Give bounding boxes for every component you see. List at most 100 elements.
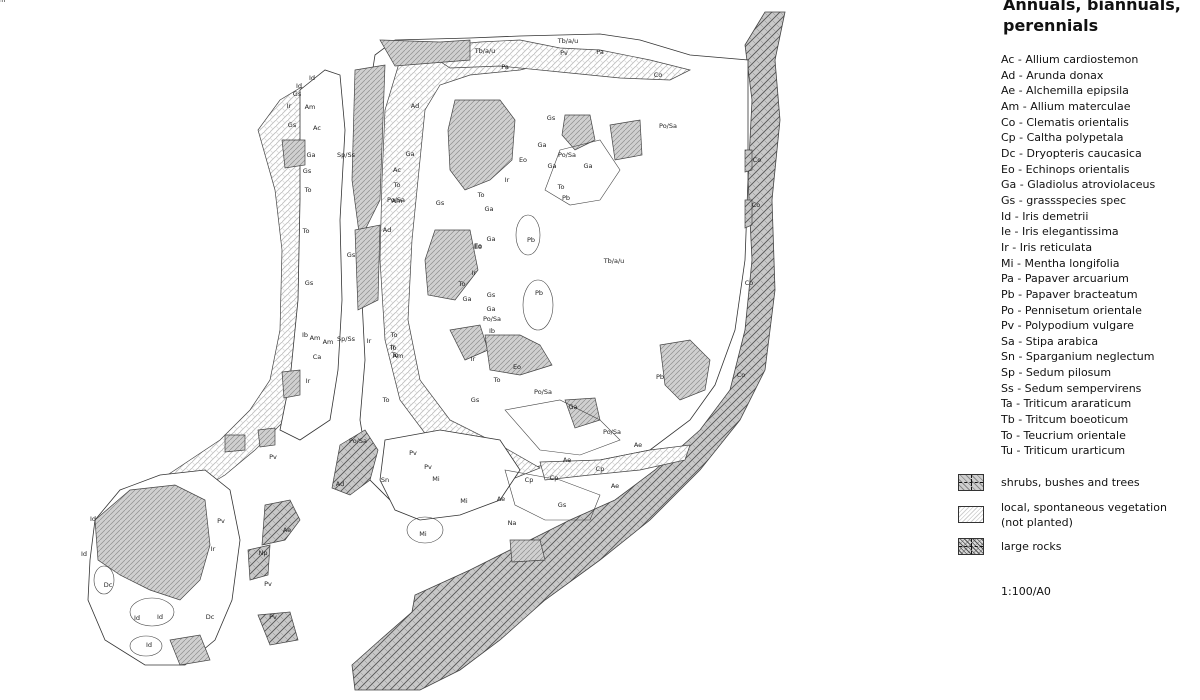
plan-label: To xyxy=(391,351,399,359)
species-item: Co - Clematis orientalis xyxy=(1001,115,1129,129)
plan-label: Id xyxy=(81,550,87,558)
species-item: Sn - Sparganium neglectum xyxy=(1001,350,1155,364)
plan-label: Tb/a/u xyxy=(474,47,496,55)
species-item: Sa - Stipa arabica xyxy=(1001,334,1099,348)
plan-label: Ib xyxy=(302,331,308,339)
plan-label: Id xyxy=(157,613,163,621)
plan-label: Ir xyxy=(391,343,396,351)
plan-label: Ir xyxy=(505,176,510,184)
plan-label: Ir xyxy=(211,545,216,553)
species-legend-list: Ac - Allium cardiostemon Ad - Arunda don… xyxy=(1001,52,1155,459)
plan-label: Sn xyxy=(381,476,389,484)
plan-label: Gs xyxy=(305,279,314,287)
plan-label: Id xyxy=(90,515,96,523)
species-item: Pv - Polypodium vulgare xyxy=(1001,319,1134,333)
plan-label: Ga xyxy=(583,162,592,170)
plan-label: Gs xyxy=(347,251,356,259)
plan-label: Sp/Ss xyxy=(337,335,356,343)
rock-band-east xyxy=(351,11,786,691)
plan-label: Gs xyxy=(547,114,556,122)
plan-label: Gs xyxy=(288,121,297,129)
species-item: Ga - Gladiolus atroviolaceus xyxy=(1001,178,1156,192)
plan-label: Pv xyxy=(217,517,225,525)
species-item: Id - Iris demetrii xyxy=(1001,209,1089,223)
plan-label: Ga xyxy=(537,141,546,149)
plan-label: Dc xyxy=(206,613,215,621)
plan-label: Ga xyxy=(484,205,493,213)
plan-label: To xyxy=(557,183,565,191)
plan-label: Ae xyxy=(611,482,619,490)
bed-south xyxy=(379,429,521,521)
plan-label: Gs xyxy=(293,90,302,98)
plan-label: Tb/a/u xyxy=(603,257,625,265)
plan-label: Pv xyxy=(264,580,272,588)
plan-label: Eo xyxy=(474,242,482,250)
plan-label: Co xyxy=(737,371,746,379)
plan-label: Co xyxy=(752,201,761,209)
plan-label: Ga xyxy=(568,403,577,411)
plan-label: Co xyxy=(745,279,754,287)
species-item: Pa - Papaver arcuarium xyxy=(1001,272,1129,286)
plan-label: To xyxy=(393,181,401,189)
plan-label: Eo xyxy=(519,156,527,164)
plan-label: Pv xyxy=(269,613,277,621)
plan-label: Pb xyxy=(656,373,664,381)
plan-label: Ga xyxy=(306,151,315,159)
plan-label: Pb xyxy=(527,236,535,244)
scale-note: 1:100/A0 xyxy=(1001,585,1051,598)
species-item: Ac - Allium cardiostemon xyxy=(1001,53,1139,66)
spontaneous-strip-north xyxy=(418,39,692,81)
plan-label: Ir xyxy=(306,377,311,385)
plan-label: Mi xyxy=(419,530,427,538)
species-item: Dc - Dryopteris caucasica xyxy=(1001,146,1142,160)
bed-west-narrow xyxy=(279,69,346,441)
plan-label: Mi xyxy=(432,475,440,483)
species-item: Ir - Iris reticulata xyxy=(1001,240,1093,254)
species-item: Ad - Arunda donax xyxy=(1001,68,1104,82)
plan-label: Am xyxy=(392,197,403,205)
plan-label: Ir xyxy=(472,269,477,277)
species-item: Ss - Sedum sempervirens xyxy=(1001,381,1142,395)
plan-label: To xyxy=(304,186,312,194)
plan-label: Ae xyxy=(283,526,291,534)
plan-label: Ae xyxy=(634,441,642,449)
species-item: Po - Pennisetum orientale xyxy=(1001,303,1142,317)
plan-label: Eo xyxy=(513,363,521,371)
plan-label: Cp xyxy=(596,465,605,473)
plan-label: Na xyxy=(508,519,517,527)
shrub-blocks xyxy=(94,39,711,666)
species-item: Gs - grassspecies spec xyxy=(1001,193,1127,207)
plan-label: Pa xyxy=(596,48,604,56)
plan-label: Pv xyxy=(269,453,277,461)
plan-label: To xyxy=(458,280,466,288)
plan-label: Mi xyxy=(460,497,468,505)
plan-label: Gs xyxy=(487,291,496,299)
species-item: To - Teucrium orientale xyxy=(1001,428,1126,442)
plan-label: Ad xyxy=(336,480,344,488)
plan-label: To xyxy=(389,344,397,352)
plan-label: Pb xyxy=(535,289,543,297)
bed-outlines xyxy=(93,139,621,657)
plan-label: Ac xyxy=(313,124,321,132)
plan-label: Tb/a/u xyxy=(557,37,579,45)
species-item: Am - Allium materculae xyxy=(1001,99,1131,113)
rocks-key-label: large rocks xyxy=(1001,540,1062,553)
plan-label: Ad xyxy=(383,226,391,234)
plan-label: Ga xyxy=(486,235,495,243)
plan-label: Am xyxy=(310,334,321,342)
plan-label: Dc xyxy=(104,581,113,589)
plan-label: Gs xyxy=(303,167,312,175)
plan-label: Ir xyxy=(367,337,372,345)
plan-label: Eo xyxy=(474,243,482,251)
plan-label: Np xyxy=(259,549,268,557)
legend-title-line1: Annuals, biannuals, xyxy=(1003,0,1181,14)
plan-label: Po/Sa xyxy=(558,151,576,159)
species-item: Pb - Papaver bracteatum xyxy=(1001,287,1138,301)
plan-label: Ae xyxy=(563,456,571,464)
shrubs-key-swatch xyxy=(958,474,984,491)
shrubs-key-label: shrubs, bushes and trees xyxy=(1001,476,1140,489)
plan-label: Ir xyxy=(471,355,476,363)
plan-label: Po/Sa xyxy=(387,196,405,204)
plan-label: To xyxy=(382,396,390,404)
plan-label: Sp/Ss xyxy=(337,151,356,159)
